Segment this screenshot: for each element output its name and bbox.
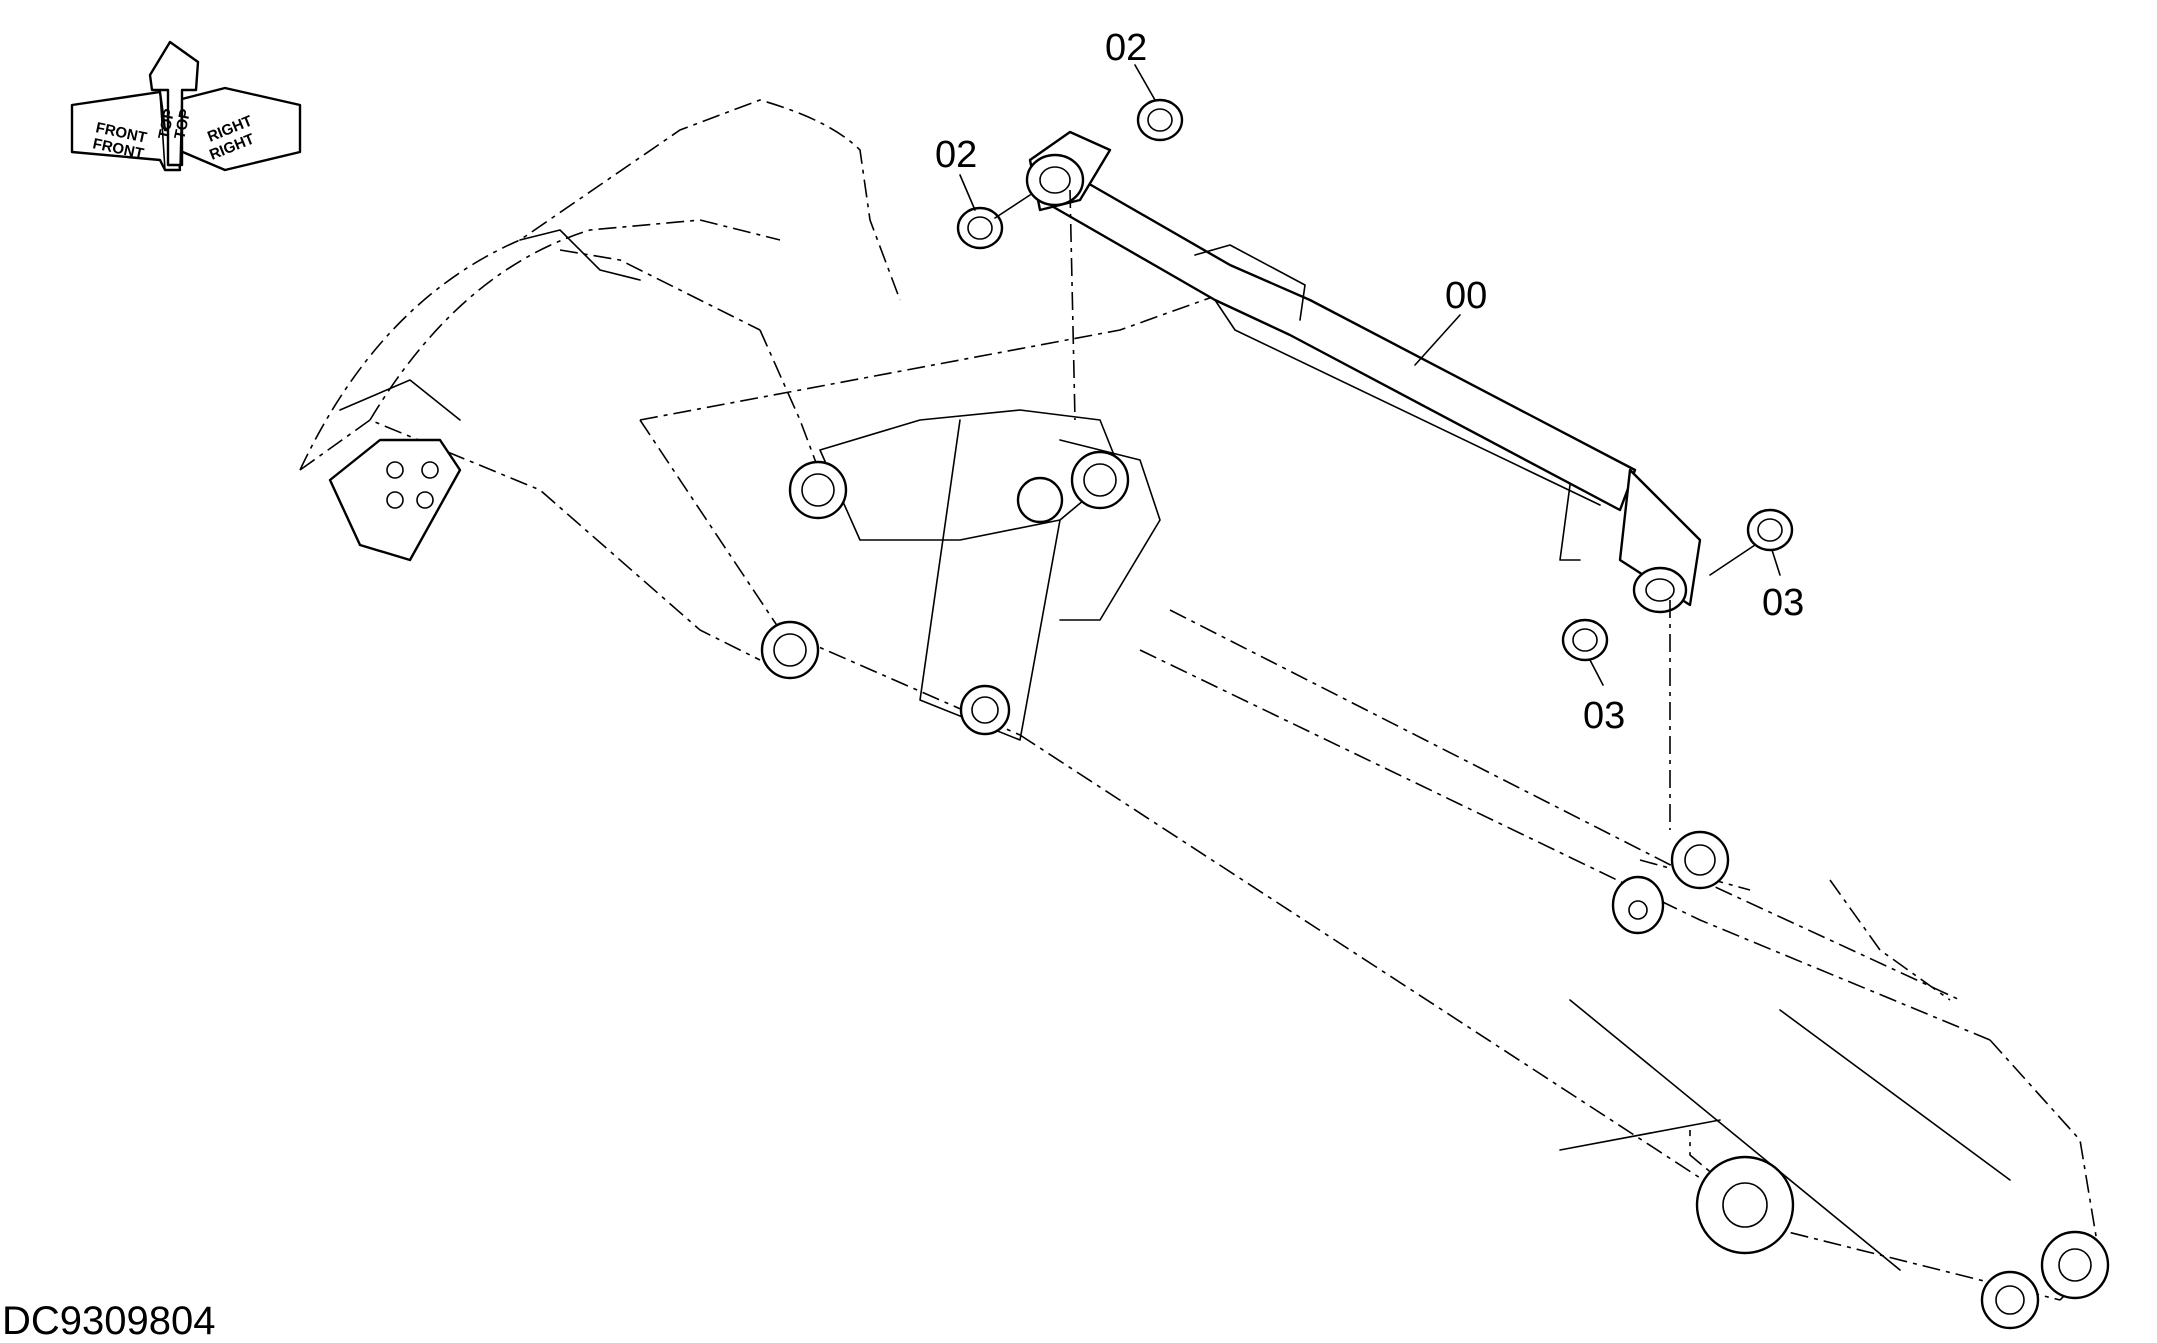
callout-02-lower: 02 bbox=[935, 134, 977, 176]
drawing-code: DC9309804 bbox=[2, 1299, 216, 1343]
centerlines bbox=[994, 189, 1756, 830]
bushing-02-upper bbox=[1136, 98, 1184, 142]
orientation-indicator: FRONT FRONT TOP TOP RIGHT RIGHT bbox=[70, 40, 302, 172]
callout-03-right: 03 bbox=[1762, 582, 1804, 624]
arm-pin-boss bbox=[1611, 830, 2110, 1330]
bucket-cylinder bbox=[1025, 130, 1702, 614]
bushing-03-left bbox=[1561, 618, 1609, 662]
orientation-top-label-2: TOP bbox=[171, 107, 194, 140]
linkage bbox=[760, 409, 1161, 741]
bucket-bracket bbox=[328, 438, 462, 562]
bucket-outline bbox=[299, 99, 901, 661]
callout-03-left: 03 bbox=[1583, 695, 1625, 737]
bushing-03-right bbox=[1746, 508, 1794, 552]
callout-02-upper: 02 bbox=[1105, 27, 1147, 69]
bushing-02-lower bbox=[956, 206, 1004, 250]
orientation-top-label: TOP bbox=[155, 107, 178, 140]
callout-00-cylinder: 00 bbox=[1445, 275, 1487, 317]
leader-lines bbox=[959, 64, 1781, 686]
bushings bbox=[956, 98, 1794, 662]
arm-outline bbox=[639, 279, 2101, 1301]
